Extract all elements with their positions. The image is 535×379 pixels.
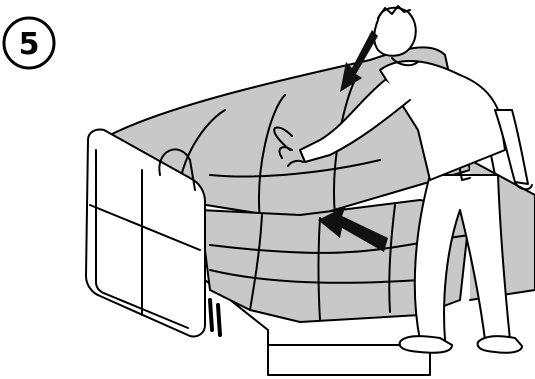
person-arm-left xyxy=(300,80,410,162)
step-number: 5 xyxy=(19,27,40,62)
sofa-leg xyxy=(210,300,220,335)
backrest-seam xyxy=(210,160,380,177)
person-hair xyxy=(378,6,410,18)
armrest-inner-outline xyxy=(96,150,188,328)
left-shoe xyxy=(400,336,452,353)
person-collar xyxy=(392,58,418,65)
sofa-base-frame xyxy=(205,280,430,375)
push-down-arrow-icon xyxy=(340,30,378,92)
person-head xyxy=(374,8,416,56)
pocket xyxy=(490,150,495,175)
seat-seam xyxy=(210,235,470,253)
right-shoe xyxy=(478,336,522,353)
seat-seam xyxy=(210,270,420,283)
step-badge: 5 xyxy=(2,16,56,70)
person-hand-left xyxy=(274,127,303,166)
left-armrest xyxy=(86,129,205,336)
arrows xyxy=(318,30,388,252)
person-hand-right xyxy=(515,182,532,189)
armrest-seam xyxy=(90,205,200,250)
person-legs xyxy=(415,175,510,340)
backrest-seam xyxy=(334,80,355,215)
armrest-handle xyxy=(159,149,195,190)
person-torso xyxy=(380,61,505,180)
seat-seam xyxy=(389,205,395,312)
pocket xyxy=(458,160,470,180)
backrest-seam xyxy=(259,95,285,220)
sofa-seat xyxy=(200,200,470,322)
person-arm-right xyxy=(495,110,528,184)
seat-seam xyxy=(250,215,262,310)
right-armrest xyxy=(470,160,535,300)
push-back-arrow-icon xyxy=(318,206,388,252)
sofa-backrest xyxy=(110,47,470,220)
seat-seam xyxy=(319,218,321,320)
backrest-seam xyxy=(179,110,225,200)
